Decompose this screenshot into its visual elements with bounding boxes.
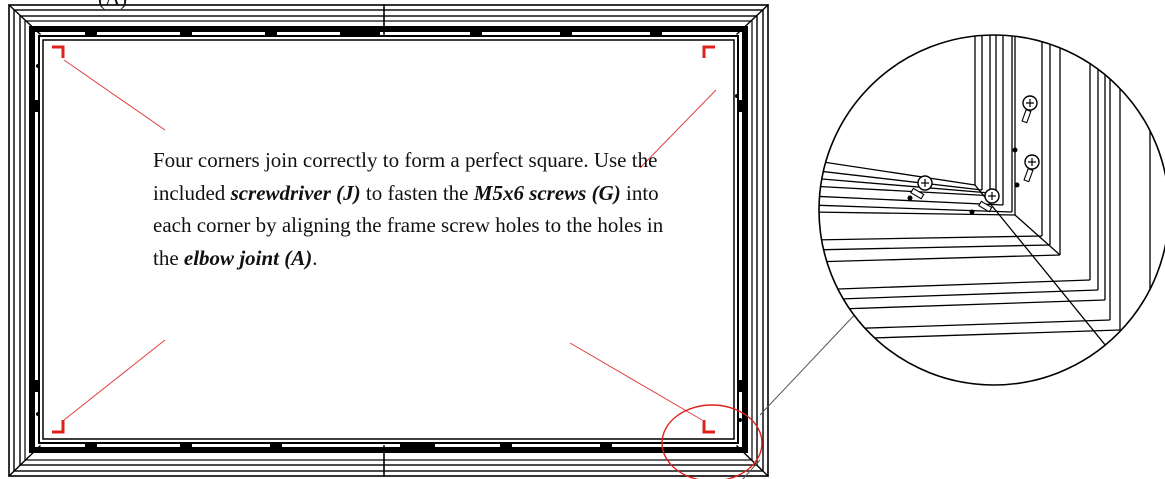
instruction-segment: to fasten the <box>360 180 474 205</box>
corner-marker-bottom-right <box>702 420 715 434</box>
zoom-highlight-circle <box>661 404 763 479</box>
frame-details <box>33 30 744 449</box>
corner-markers <box>52 45 715 434</box>
zoom-detail-view <box>818 34 1165 386</box>
part-reference-screws: M5x6 screws (G) <box>473 180 621 205</box>
screw-icon <box>1023 154 1040 183</box>
part-reference-screwdriver: screwdriver (J) <box>230 180 361 205</box>
screw-icon <box>910 175 933 200</box>
corner-marker-top-right <box>702 45 715 58</box>
step-label: (A) <box>98 0 127 11</box>
corner-marker-top-left <box>52 45 65 58</box>
instruction-segment: . <box>312 245 318 270</box>
screw-icon <box>978 188 1000 213</box>
corner-marker-bottom-left <box>52 420 65 434</box>
zoom-connectors <box>742 306 863 479</box>
screw-icon <box>1021 95 1038 124</box>
instruction-segment: Four corners join correctly to form a pe… <box>153 148 658 205</box>
instruction-text: Four corners join correctly to form a pe… <box>153 144 673 274</box>
leader-lines <box>63 59 717 421</box>
part-reference-elbow-joint: elbow joint (A) <box>183 245 313 270</box>
instruction-segment: into each corner by aligning the frame s… <box>153 180 664 270</box>
zoom-screws <box>907 95 1040 215</box>
screen-frame <box>8 4 769 477</box>
